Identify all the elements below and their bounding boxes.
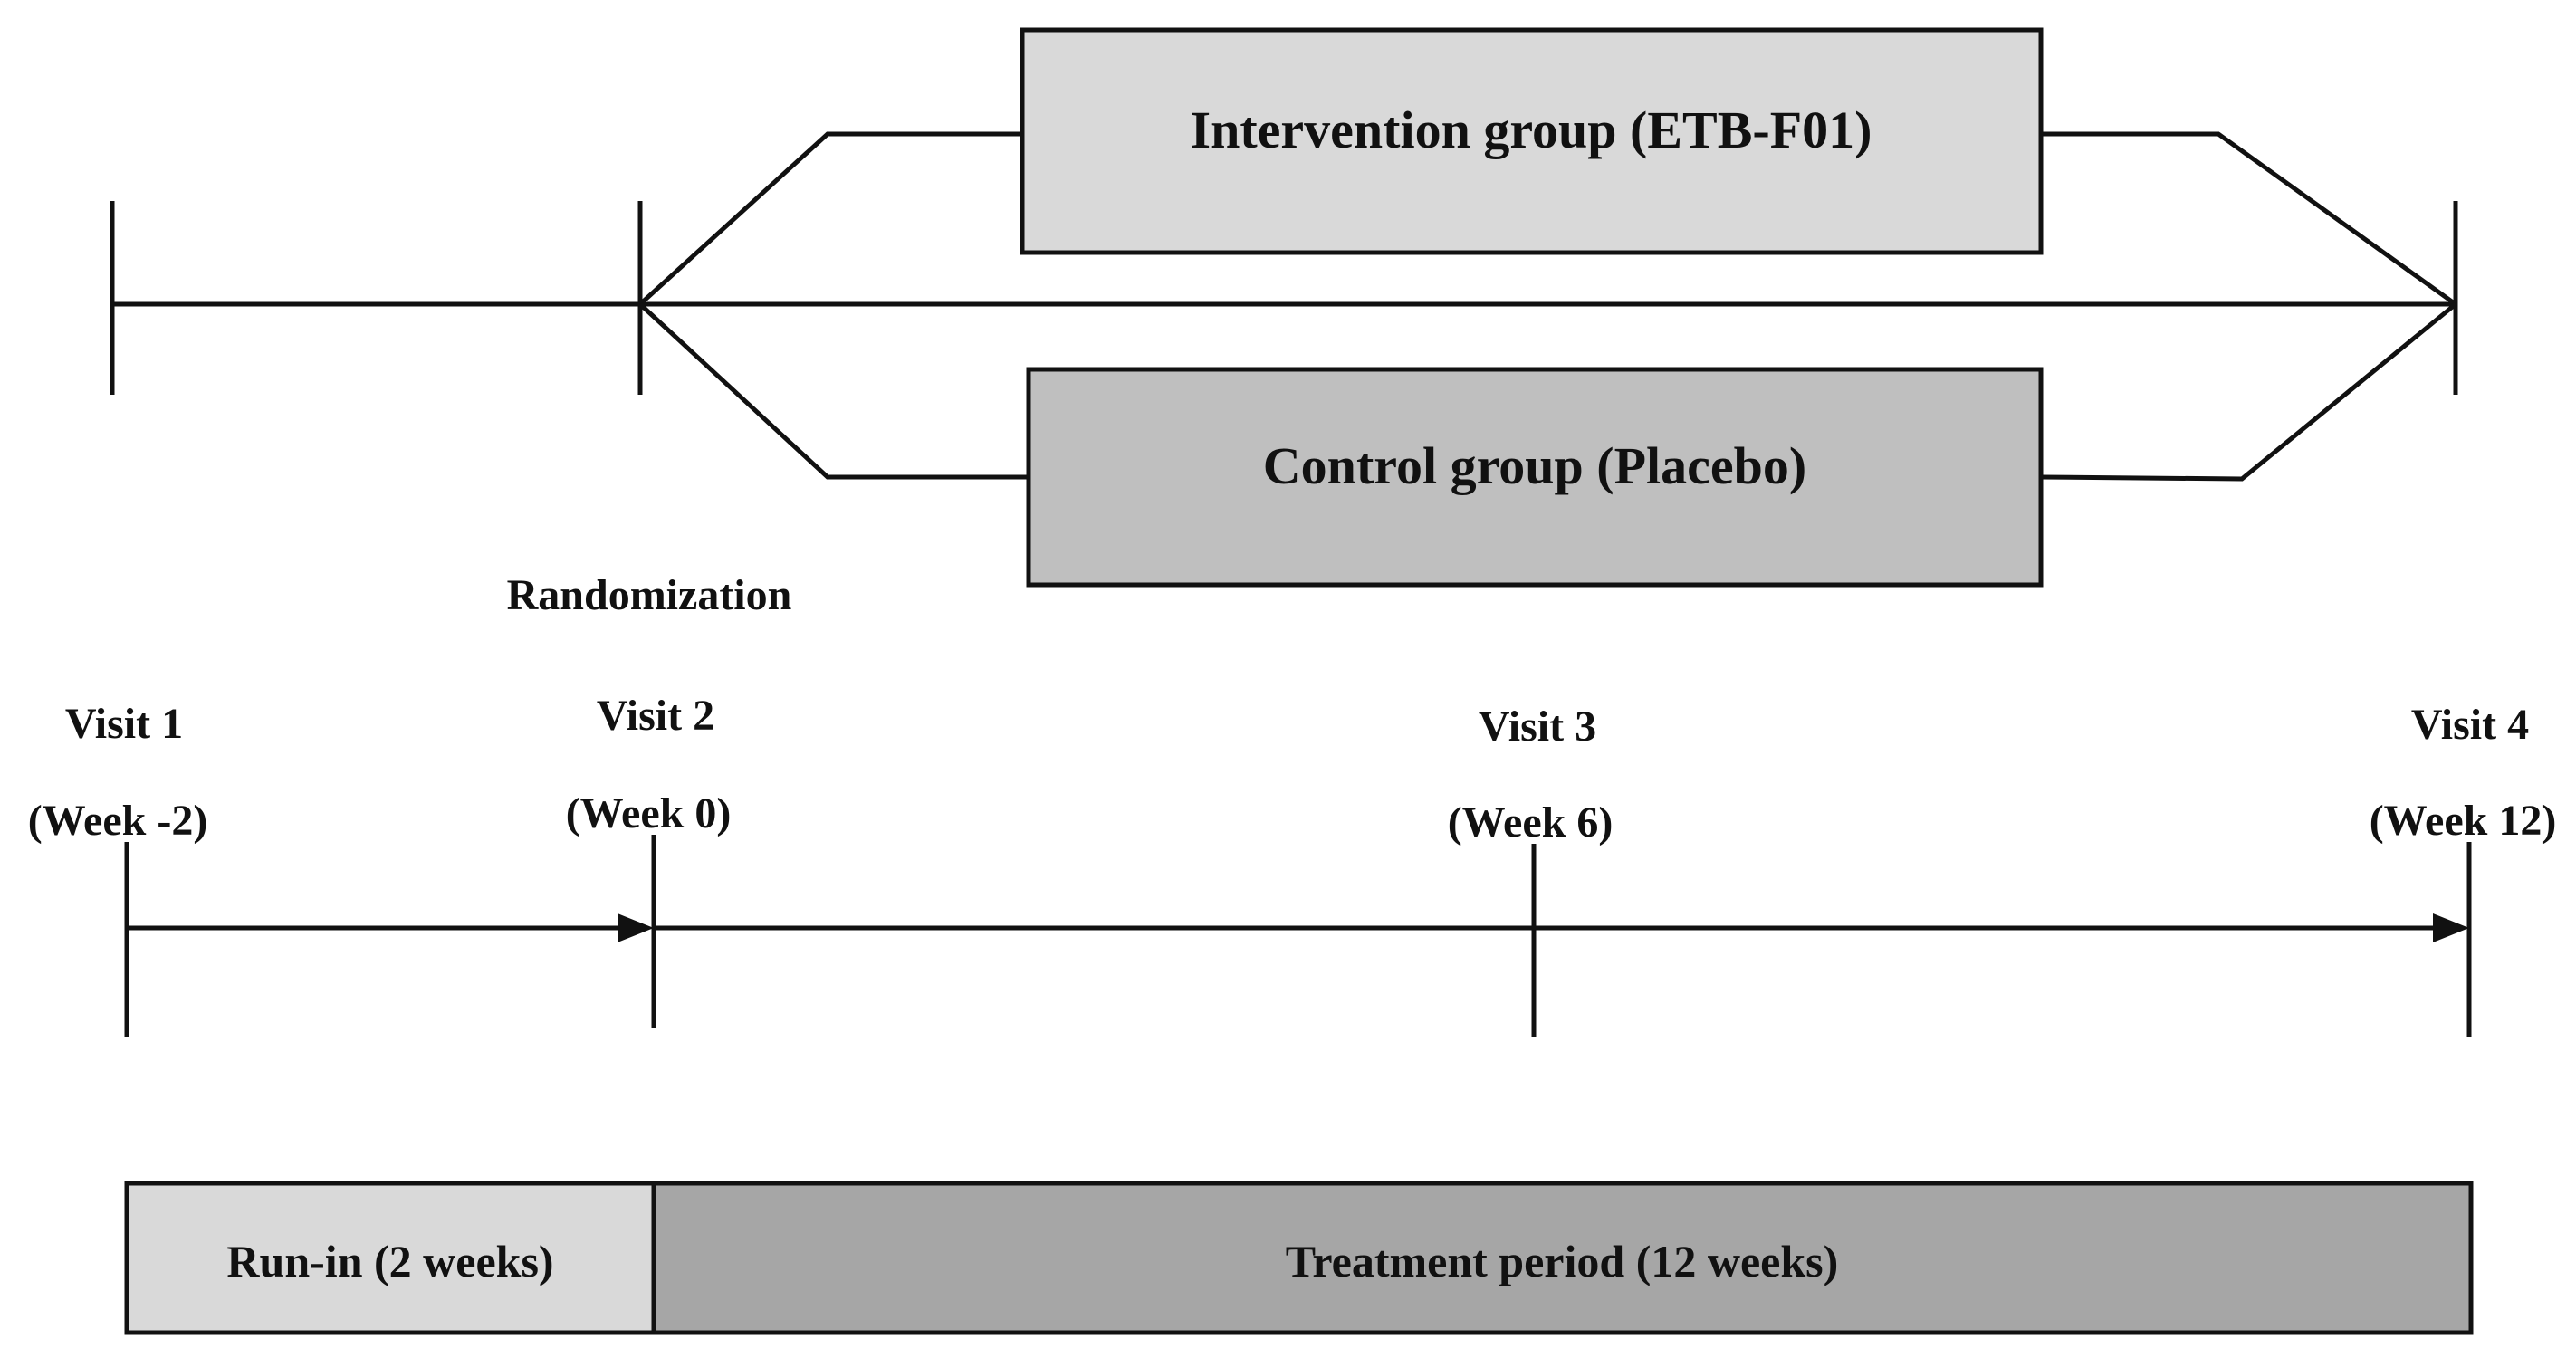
visit-4-label: Visit 4 bbox=[2411, 701, 2529, 749]
treatment-period-block bbox=[651, 1181, 2474, 1335]
visit-4-week: (Week 12) bbox=[2370, 797, 2557, 845]
period-bar: Run-in (2 weeks) Treatment period (12 we… bbox=[124, 1181, 2474, 1335]
intervention-branch-left bbox=[638, 131, 1022, 306]
visit-3-label: Visit 3 bbox=[1479, 703, 1596, 751]
visit-1-label: Visit 1 bbox=[65, 700, 183, 748]
control-group-label: Control group (Placebo) bbox=[1263, 436, 1806, 495]
visit-1-week: (Week -2) bbox=[28, 797, 208, 845]
timeline-arrowhead-end bbox=[2433, 913, 2469, 942]
intervention-group-box bbox=[1020, 27, 2044, 255]
intervention-branch-right bbox=[2041, 131, 2457, 307]
intervention-group-label: Intervention group (ETB-F01) bbox=[1191, 100, 1872, 159]
allocation-schematic: Intervention group (ETB-F01) Control gro… bbox=[110, 27, 2458, 619]
control-group-box bbox=[1026, 367, 2044, 588]
visit-2-label: Visit 2 bbox=[597, 692, 714, 740]
timeline-arrowhead-runin bbox=[618, 913, 654, 942]
control-branch-left bbox=[638, 302, 1029, 480]
visit-timeline: Visit 1 (Week -2) Visit 2 (Week 0) Visit… bbox=[28, 692, 2557, 1037]
treatment-period-label: Treatment period (12 weeks) bbox=[1286, 1236, 1839, 1286]
runin-period-label: Run-in (2 weeks) bbox=[226, 1236, 553, 1286]
randomization-label: Randomization bbox=[507, 571, 792, 619]
visit-2-week: (Week 0) bbox=[566, 789, 732, 837]
control-branch-right bbox=[2040, 302, 2457, 482]
visit-3-week: (Week 6) bbox=[1448, 799, 1614, 846]
